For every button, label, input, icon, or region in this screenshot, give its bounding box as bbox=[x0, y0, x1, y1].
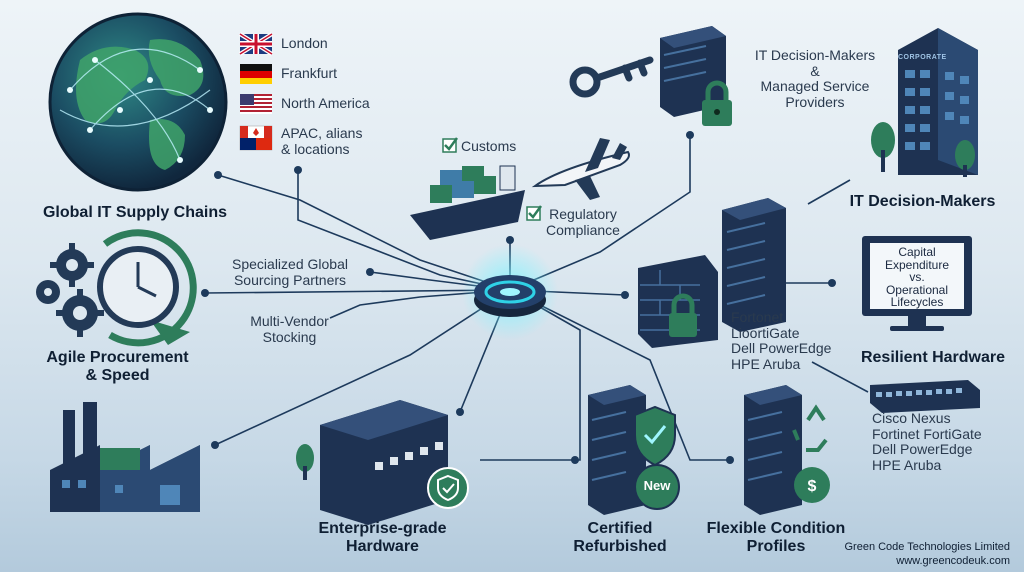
location-london: London bbox=[281, 35, 328, 51]
firewall-lock-icon bbox=[638, 255, 718, 348]
location-north-america: North America bbox=[281, 95, 370, 111]
hub-agile-procurement: Agile Procurement & Speed bbox=[46, 349, 189, 384]
apac-flags-icon bbox=[239, 125, 273, 151]
label-vendors-b: Cisco Nexus Fortinet FortiGate Dell Powe… bbox=[872, 410, 982, 474]
warehouse-icon bbox=[296, 400, 469, 525]
hub-it-decision-makers: IT Decision-Makers bbox=[849, 193, 996, 210]
connector-dots bbox=[201, 131, 836, 464]
hub-resilient-hardware: Resilient Hardware bbox=[860, 349, 1006, 366]
label-vendors-a: Fortonet LioortiGate Dell PowerEdge HPE … bbox=[731, 309, 832, 373]
hub-certified-refurbished: Certified Refurbished bbox=[573, 520, 667, 555]
key-icon bbox=[569, 56, 654, 98]
server-lock-icon bbox=[660, 26, 732, 126]
recycle-icon bbox=[792, 404, 828, 452]
label-customs: Customs bbox=[461, 138, 517, 154]
certified-server-icon bbox=[588, 385, 680, 515]
germany-flag-icon bbox=[240, 64, 272, 84]
label-regulatory-compliance: Regulatory Compliance bbox=[546, 206, 620, 238]
factory-icon bbox=[50, 402, 200, 512]
label-sourcing-partners: Specialized Global Sourcing Partners bbox=[232, 256, 348, 288]
central-network-hub-icon bbox=[462, 244, 558, 340]
airplane-icon bbox=[531, 138, 630, 200]
svg-text:$: $ bbox=[808, 478, 817, 495]
recycle-server-icon: $ bbox=[744, 385, 830, 515]
corporate-sign: CORPORATE bbox=[898, 54, 947, 61]
monitor-icon bbox=[862, 236, 972, 331]
regulatory-check-icon bbox=[526, 205, 543, 221]
network-switch-icon bbox=[870, 380, 980, 413]
hub-enterprise-hardware: Enterprise-grade Hardware bbox=[318, 520, 447, 555]
corporate-building-icon bbox=[871, 28, 978, 177]
label-it-msp: IT Decision-Makers & Managed Service Pro… bbox=[754, 47, 876, 111]
label-multi-vendor-stocking: Multi-Vendor Stocking bbox=[250, 313, 329, 345]
hub-flexible-condition: Flexible Condition Profiles bbox=[706, 520, 846, 555]
footer-company: Green Code Technologies Limited bbox=[844, 541, 1010, 553]
customs-check-icon bbox=[442, 137, 459, 153]
label-capex-opex: Capital Expenditure vs. Operational Life… bbox=[884, 245, 950, 310]
usa-flag-icon bbox=[240, 94, 272, 114]
server-rack-icon bbox=[722, 198, 786, 332]
cargo-ship-icon bbox=[410, 165, 525, 240]
footer-url[interactable]: www.greencodeuk.com bbox=[896, 555, 1010, 567]
gears-clock-icon bbox=[36, 229, 197, 347]
hub-global-supply-chains: Global IT Supply Chains bbox=[42, 204, 227, 221]
location-apac: APAC, alians & locations bbox=[281, 125, 363, 157]
location-frankfurt: Frankfurt bbox=[281, 65, 338, 81]
uk-flag-icon bbox=[238, 32, 274, 56]
new-badge: New bbox=[643, 478, 671, 493]
globe-icon bbox=[48, 12, 228, 192]
